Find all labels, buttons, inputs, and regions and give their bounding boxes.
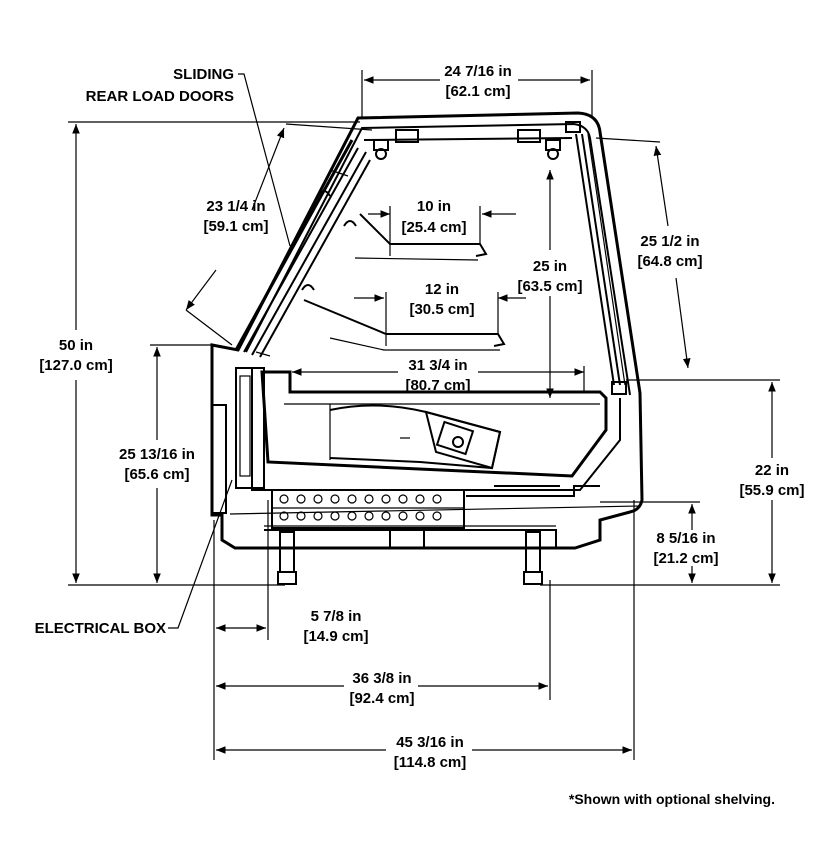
callout-electrical-box: ELECTRICAL BOX: [35, 620, 166, 637]
coil-tube: [313, 494, 323, 504]
front-glass: [575, 133, 627, 395]
dim-rear-glass: 23 1/4 in [59.1 cm]: [203, 198, 268, 235]
coil-tube: [415, 494, 425, 504]
coil-tube: [398, 511, 408, 521]
coil-tube: [398, 494, 408, 504]
dim-deck-width: 31 3/4 in [80.7 cm]: [405, 357, 470, 394]
coil-tube: [296, 511, 306, 521]
dim-front-glass-imperial: 25 1/2 in: [640, 233, 699, 250]
dim-lower-shelf-imperial: 12 in: [425, 281, 459, 298]
dim-front-height-imperial: 22 in: [755, 462, 789, 479]
coil-tube: [381, 511, 391, 521]
dim-overall-height-imperial: 50 in: [59, 337, 93, 354]
dim-upper-shelf: 10 in [25.4 cm]: [401, 198, 466, 236]
dim-rear-glass-metric: [59.1 cm]: [203, 218, 268, 235]
coil-tube: [313, 511, 323, 521]
dim-electrical-offset: 5 7/8 in [14.9 cm]: [303, 608, 368, 645]
dim-front-height: 22 in [55.9 cm]: [739, 462, 804, 499]
dim-front-glass-metric: [64.8 cm]: [637, 253, 702, 270]
refrigeration-unit: [229, 485, 641, 549]
dim-base-height-imperial: 8 5/16 in: [656, 530, 715, 547]
dim-electrical-offset-imperial: 5 7/8 in: [311, 608, 362, 625]
dim-rear-glass-imperial: 23 1/4 in: [206, 198, 265, 215]
dim-deck-width-metric: [80.7 cm]: [405, 377, 470, 394]
coil-tube: [432, 494, 442, 504]
coil-tube: [296, 494, 306, 504]
coil-tube: [364, 511, 374, 521]
dim-front-height-metric: [55.9 cm]: [739, 482, 804, 499]
dim-leg-span: 36 3/8 in [92.4 cm]: [349, 670, 414, 707]
dim-base-height: 8 5/16 in [21.2 cm]: [653, 530, 718, 567]
footnote: *Shown with optional shelving.: [569, 791, 775, 807]
dim-upper-shelf-imperial: 10 in: [417, 198, 451, 215]
coil-tube: [279, 494, 289, 504]
dim-lower-shelf-metric: [30.5 cm]: [409, 301, 474, 318]
dim-overall-depth-metric: [114.8 cm]: [394, 754, 467, 771]
case-outline: [210, 111, 644, 550]
dim-rear-height-metric: [65.6 cm]: [124, 466, 189, 483]
dim-top-width-imperial: 24 7/16 in: [444, 63, 512, 80]
dim-leg-span-imperial: 36 3/8 in: [352, 670, 411, 687]
coil-tube: [432, 511, 442, 521]
coil-tube: [347, 494, 357, 504]
dim-top-width: 24 7/16 in [62.1 cm]: [444, 63, 512, 100]
dim-top-width-metric: [62.1 cm]: [445, 83, 510, 100]
dim-front-glass: 25 1/2 in [64.8 cm]: [637, 233, 702, 270]
legs: [277, 531, 543, 585]
coil-tube: [330, 511, 340, 521]
dim-overall-depth: 45 3/16 in [114.8 cm]: [394, 734, 467, 771]
dim-interior-height-metric: [63.5 cm]: [517, 278, 582, 295]
coil-tube: [330, 494, 340, 504]
dim-lower-shelf: 12 in [30.5 cm]: [409, 281, 474, 318]
coil-tube: [381, 494, 391, 504]
callout-sliding-line2: REAR LOAD DOORS: [86, 88, 234, 105]
dim-deck-width-imperial: 31 3/4 in: [408, 357, 467, 374]
dim-electrical-offset-metric: [14.9 cm]: [303, 628, 368, 645]
callout-sliding-rear-load-doors: SLIDING REAR LOAD DOORS: [86, 66, 234, 105]
callout-sliding-line1: SLIDING: [173, 66, 234, 83]
dim-base-height-metric: [21.2 cm]: [653, 550, 718, 567]
dim-rear-height-imperial: 25 13/16 in: [119, 446, 195, 463]
deck: [211, 367, 621, 514]
dim-upper-shelf-metric: [25.4 cm]: [401, 219, 466, 236]
coil-tube: [279, 511, 289, 521]
coil-tube: [415, 511, 425, 521]
dim-overall-depth-imperial: 45 3/16 in: [396, 734, 464, 751]
rear-sliding-doors: [234, 139, 371, 358]
dimension-lines: [68, 70, 780, 760]
dim-interior-height: 25 in [63.5 cm]: [517, 258, 582, 295]
dim-overall-height-metric: [127.0 cm]: [39, 357, 112, 374]
coil-tube: [364, 494, 374, 504]
dim-overall-height: 50 in [127.0 cm]: [39, 337, 112, 374]
coil-tube: [347, 511, 357, 521]
dim-leg-span-metric: [92.4 cm]: [349, 690, 414, 707]
dim-rear-height: 25 13/16 in [65.6 cm]: [119, 446, 195, 483]
dim-interior-height-imperial: 25 in: [533, 258, 567, 275]
